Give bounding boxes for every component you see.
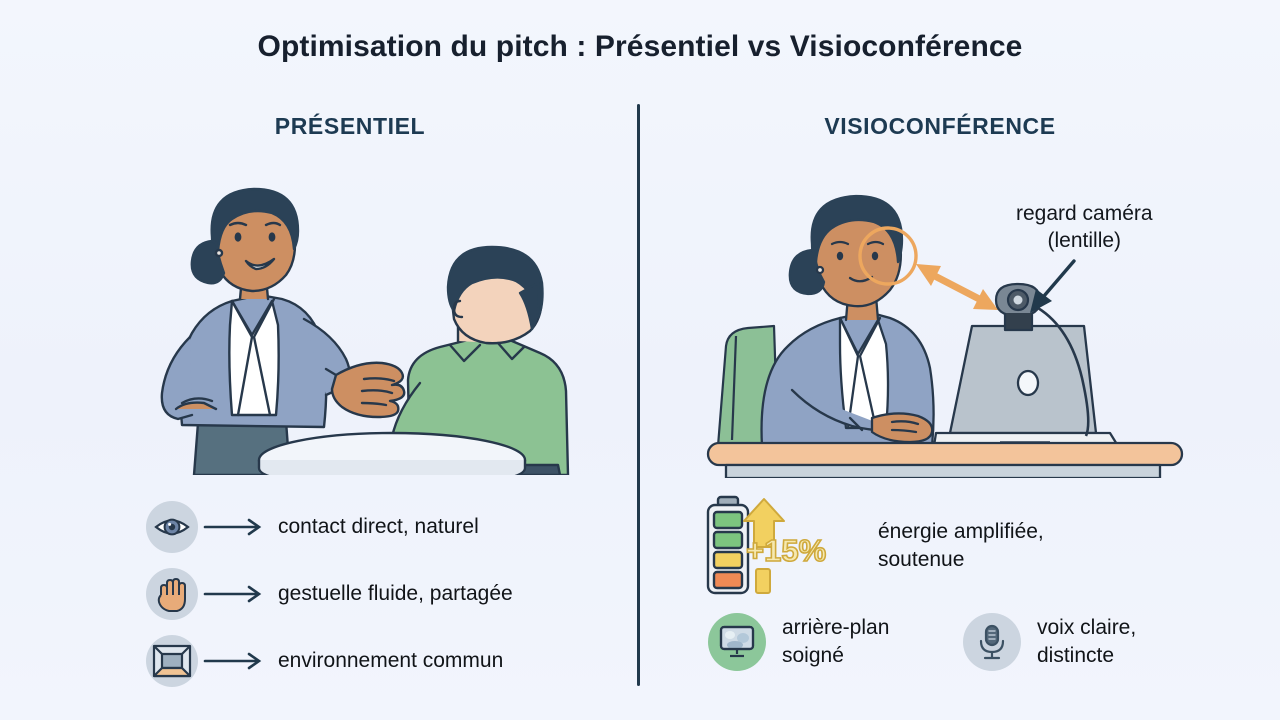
energy-label-line-2: soutenue bbox=[878, 548, 965, 571]
energy-label-line-1: énergie amplifiée, bbox=[878, 520, 1044, 544]
illustration-woman-at-laptop bbox=[706, 194, 1184, 478]
hand-icon bbox=[146, 567, 198, 620]
page-title: Optimisation du pitch : Présentiel vs Vi… bbox=[257, 30, 1023, 63]
gaze-double-arrow bbox=[916, 264, 998, 310]
energy-badge: +15% bbox=[746, 533, 826, 568]
room-perspective-icon bbox=[146, 634, 198, 687]
background-label: arrière-plan soigné bbox=[782, 614, 889, 669]
battery-icon: +15% bbox=[706, 495, 827, 595]
energy-feature[interactable]: +15% énergie amplifiée, soutenue bbox=[706, 495, 1044, 597]
left-column-heading: PRÉSENTIEL bbox=[274, 113, 426, 139]
voice-label-line-2: distincte bbox=[1037, 644, 1115, 667]
voice-label: voix claire, distincte bbox=[1037, 614, 1136, 669]
arrow-right-icon bbox=[198, 585, 272, 603]
arrow-right-icon bbox=[198, 518, 272, 536]
arrow-up-icon bbox=[743, 498, 785, 594]
list-item-label: environnement commun bbox=[278, 648, 504, 672]
list-item-label: contact direct, naturel bbox=[278, 514, 479, 538]
column-divider bbox=[637, 104, 640, 686]
energy-label: énergie amplifiée, soutenue bbox=[878, 518, 1044, 573]
right-column-heading: VISIOCONFÉRENCE bbox=[824, 113, 1056, 139]
illustration-two-people-conversation bbox=[160, 187, 570, 475]
voice-label-line-1: voix claire, bbox=[1037, 616, 1137, 640]
voice-feature[interactable]: voix claire, distincte bbox=[963, 613, 1136, 671]
list-item-label: gestuelle fluide, partagée bbox=[278, 581, 513, 605]
eye-icon bbox=[146, 500, 198, 553]
list-item[interactable]: contact direct, naturel bbox=[146, 493, 616, 560]
list-item[interactable]: gestuelle fluide, partagée bbox=[146, 560, 616, 627]
left-feature-list: contact direct, naturel bbox=[146, 493, 616, 694]
callout-pointer-arrow-down-left-icon bbox=[1030, 259, 1076, 313]
background-label-line-1: arrière-plan bbox=[782, 616, 890, 640]
callout-line-1: regard caméra bbox=[1016, 202, 1153, 225]
eye-highlight-ring bbox=[858, 226, 918, 286]
microphone-icon bbox=[963, 613, 1021, 671]
callout-camera-gaze: regard caméra (lentille) bbox=[1016, 200, 1153, 255]
background-label-line-2: soigné bbox=[782, 644, 844, 667]
list-item[interactable]: environnement commun bbox=[146, 627, 616, 694]
callout-line-2: (lentille) bbox=[1047, 229, 1122, 253]
arrow-right-icon bbox=[198, 652, 272, 670]
background-feature[interactable]: arrière-plan soigné bbox=[708, 613, 889, 671]
monitor-icon bbox=[708, 613, 766, 671]
